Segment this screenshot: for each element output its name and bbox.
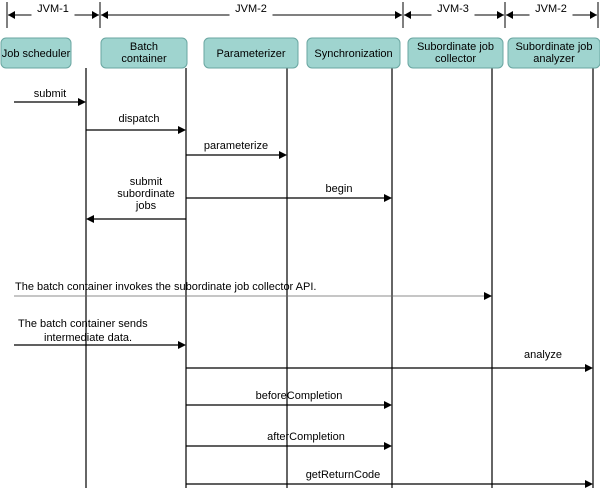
- arrow-head: [384, 401, 392, 409]
- participant-label: Parameterizer: [216, 48, 285, 60]
- participant-label: Job scheduler: [2, 48, 71, 60]
- message-begin: begin: [186, 183, 392, 202]
- participant-label: Synchronization: [314, 48, 392, 60]
- participant-sync: Synchronization: [306, 37, 401, 69]
- message-after-completion: afterCompletion: [186, 431, 392, 450]
- jvm-label: JVM-2: [535, 3, 567, 15]
- arrow-head: [78, 98, 86, 106]
- jvm-label: JVM-1: [37, 3, 69, 15]
- participant-label: Batch: [130, 41, 158, 53]
- message-analyze: analyze: [186, 349, 593, 372]
- message-get-return-code: getReturnCode: [186, 469, 593, 488]
- arrow-head: [384, 194, 392, 202]
- message-send-intermediate: The batch container sends intermediate da…: [14, 318, 186, 349]
- arrow-head: [585, 364, 593, 372]
- participant-label: analyzer: [533, 53, 575, 65]
- arrow-head: [178, 341, 186, 349]
- message-label: The batch container sends: [18, 318, 148, 330]
- message-label: The batch container invokes the subordin…: [15, 281, 316, 293]
- participant-parameterizer: Parameterizer: [203, 37, 299, 69]
- message-label: afterCompletion: [267, 431, 345, 443]
- message-label: submit: [34, 88, 66, 100]
- message-parameterize: parameterize: [186, 140, 287, 159]
- jvm-label: JVM-3: [437, 3, 469, 15]
- jvm-label: JVM-2: [235, 3, 267, 15]
- jvm-segment: JVM-2: [101, 3, 402, 21]
- participant-scheduler: Job scheduler: [0, 37, 72, 69]
- message-label: submit: [130, 176, 162, 188]
- message-label: getReturnCode: [306, 469, 381, 481]
- message-label: subordinate: [117, 188, 175, 200]
- arrow-head: [178, 126, 186, 134]
- message-before-completion: beforeCompletion: [186, 390, 392, 409]
- message-label: analyze: [524, 349, 562, 361]
- message-label: dispatch: [119, 113, 160, 125]
- participant-label: collector: [435, 53, 476, 65]
- participant-label: Subordinate job: [417, 41, 494, 53]
- arrow-head: [86, 215, 94, 223]
- jvm-segment: JVM-2: [506, 3, 597, 21]
- message-label: intermediate data.: [44, 332, 132, 344]
- message-label: beforeCompletion: [256, 390, 343, 402]
- message-label: begin: [326, 183, 353, 195]
- message-invoke-collector: The batch container invokes the subordin…: [14, 281, 492, 300]
- arrow-head: [484, 292, 492, 300]
- message-dispatch: dispatch: [86, 113, 186, 134]
- message-label: parameterize: [204, 140, 268, 152]
- participant-label: container: [121, 53, 167, 65]
- arrow-head: [279, 151, 287, 159]
- jvm-segment: JVM-1: [8, 3, 99, 21]
- arrow-head: [384, 442, 392, 450]
- message-submit: submit: [14, 88, 86, 106]
- jvm-segment: JVM-3: [404, 3, 504, 21]
- arrow-head: [585, 480, 593, 488]
- message-label: jobs: [135, 200, 157, 212]
- participant-label: Subordinate job: [515, 41, 592, 53]
